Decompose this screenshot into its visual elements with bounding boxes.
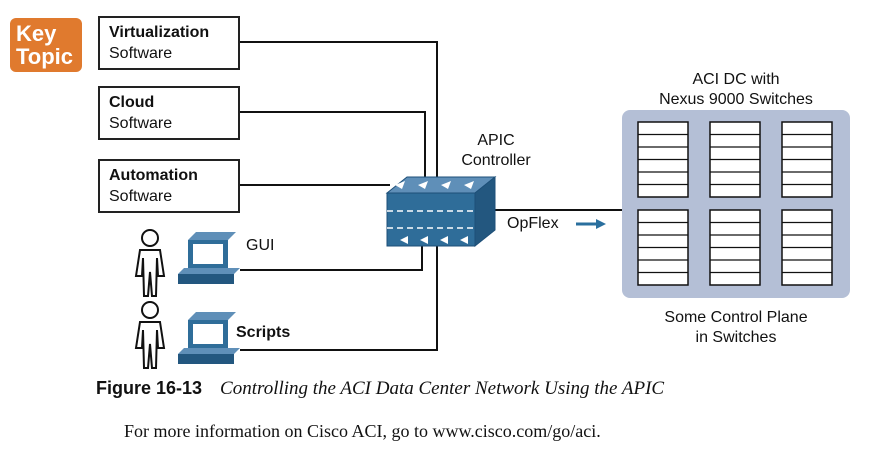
switch-rack-3 (781, 121, 833, 198)
key-topic-badge: Key Topic (10, 18, 82, 72)
line-gui (240, 245, 423, 271)
opflex-arrow (576, 219, 606, 229)
switch-rack-5 (709, 209, 761, 286)
box-title: Cloud (109, 94, 155, 111)
aci-datacenter-panel (622, 110, 850, 298)
cloud-software-box: Cloud Software (98, 86, 240, 140)
switch-rack-6 (781, 209, 833, 286)
automation-software-box: Automation Software (98, 159, 240, 213)
virtualization-software-box: Virtualization Software (98, 16, 240, 70)
box-title: Virtualization (109, 24, 210, 41)
cp-line1: Some Control Plane (664, 309, 808, 326)
figure-caption: Figure 16-13 Controlling the ACI Data Cen… (96, 378, 664, 400)
person-icon-gui-user (134, 229, 166, 297)
apic-line1: APIC (477, 132, 515, 149)
box-title: Automation (109, 167, 198, 184)
box-subtitle: Software (109, 188, 173, 205)
box-subtitle: Software (109, 45, 173, 62)
body-text: For more information on Cisco ACI, go to… (124, 421, 601, 441)
line-virtualization (240, 41, 438, 200)
dc-line1: ACI DC with (692, 71, 780, 88)
computer-icon-scripts (178, 312, 240, 364)
control-plane-label: Some Control Plane in Switches (626, 308, 846, 348)
key-topic-line1: Key (16, 21, 57, 46)
datacenter-label: ACI DC with Nexus 9000 Switches (626, 70, 846, 110)
switch-racks (637, 121, 833, 286)
gui-label: GUI (246, 237, 275, 254)
line-scripts (240, 245, 438, 351)
key-topic-line2: Topic (16, 44, 74, 69)
scripts-label: Scripts (236, 324, 291, 341)
box-subtitle: Software (109, 115, 173, 132)
figure-number: Figure 16-13 (96, 378, 203, 398)
switch-rack-1 (637, 121, 689, 198)
person-icon-scripts-user (134, 301, 166, 369)
figure-title: Controlling the ACI Data Center Network … (220, 378, 665, 399)
dc-line2: Nexus 9000 Switches (659, 91, 813, 108)
apic-controller-icon (385, 175, 497, 248)
connection-lines (240, 41, 622, 351)
switch-rack-2 (709, 121, 761, 198)
line-cloud (240, 111, 426, 200)
switch-rack-4 (637, 209, 689, 286)
apic-controller-label: APIC Controller (436, 131, 556, 171)
computer-icon-gui (178, 232, 240, 284)
apic-line2: Controller (461, 152, 531, 169)
opflex-label: OpFlex (507, 215, 559, 232)
cp-line2: in Switches (695, 329, 777, 346)
